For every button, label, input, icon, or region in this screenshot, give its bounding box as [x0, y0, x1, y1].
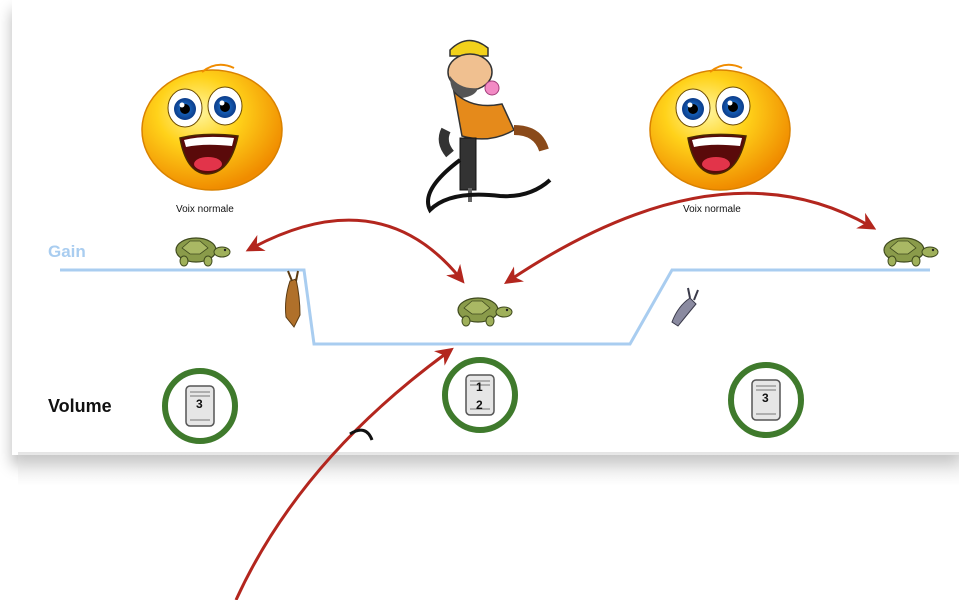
hare-left-icon: [285, 270, 301, 328]
volume-dial-right-number: 3: [762, 391, 769, 405]
caption-right-voice: Voix normale: [683, 204, 741, 215]
turtle-right-icon: [883, 237, 939, 267]
jackhammer-worker-icon: [426, 39, 552, 214]
volume-dial-middle-icon: [445, 360, 515, 430]
volume-dial-middle-number-bottom: 2: [476, 398, 483, 412]
hare-right-icon: [671, 287, 699, 327]
caption-left-voice: Voix normale: [176, 204, 234, 215]
smiley-left-icon: [141, 63, 283, 191]
volume-dial-left-number: 3: [196, 397, 203, 411]
arrow-right-face-to-center: [504, 191, 877, 284]
gain-label: Gain: [48, 242, 86, 261]
smiley-right-icon: [649, 63, 791, 191]
volume-dial-middle-number-top: 1: [476, 380, 483, 394]
arrow-center-to-left-turtle: [245, 218, 465, 284]
cursor-arc: [349, 428, 374, 441]
slide-reflection: [18, 452, 959, 486]
turtle-center-icon: [457, 297, 513, 327]
turtle-left-icon: [175, 237, 231, 267]
arrow-bottom-to-center: [234, 347, 454, 600]
volume-label: Volume: [48, 396, 112, 416]
